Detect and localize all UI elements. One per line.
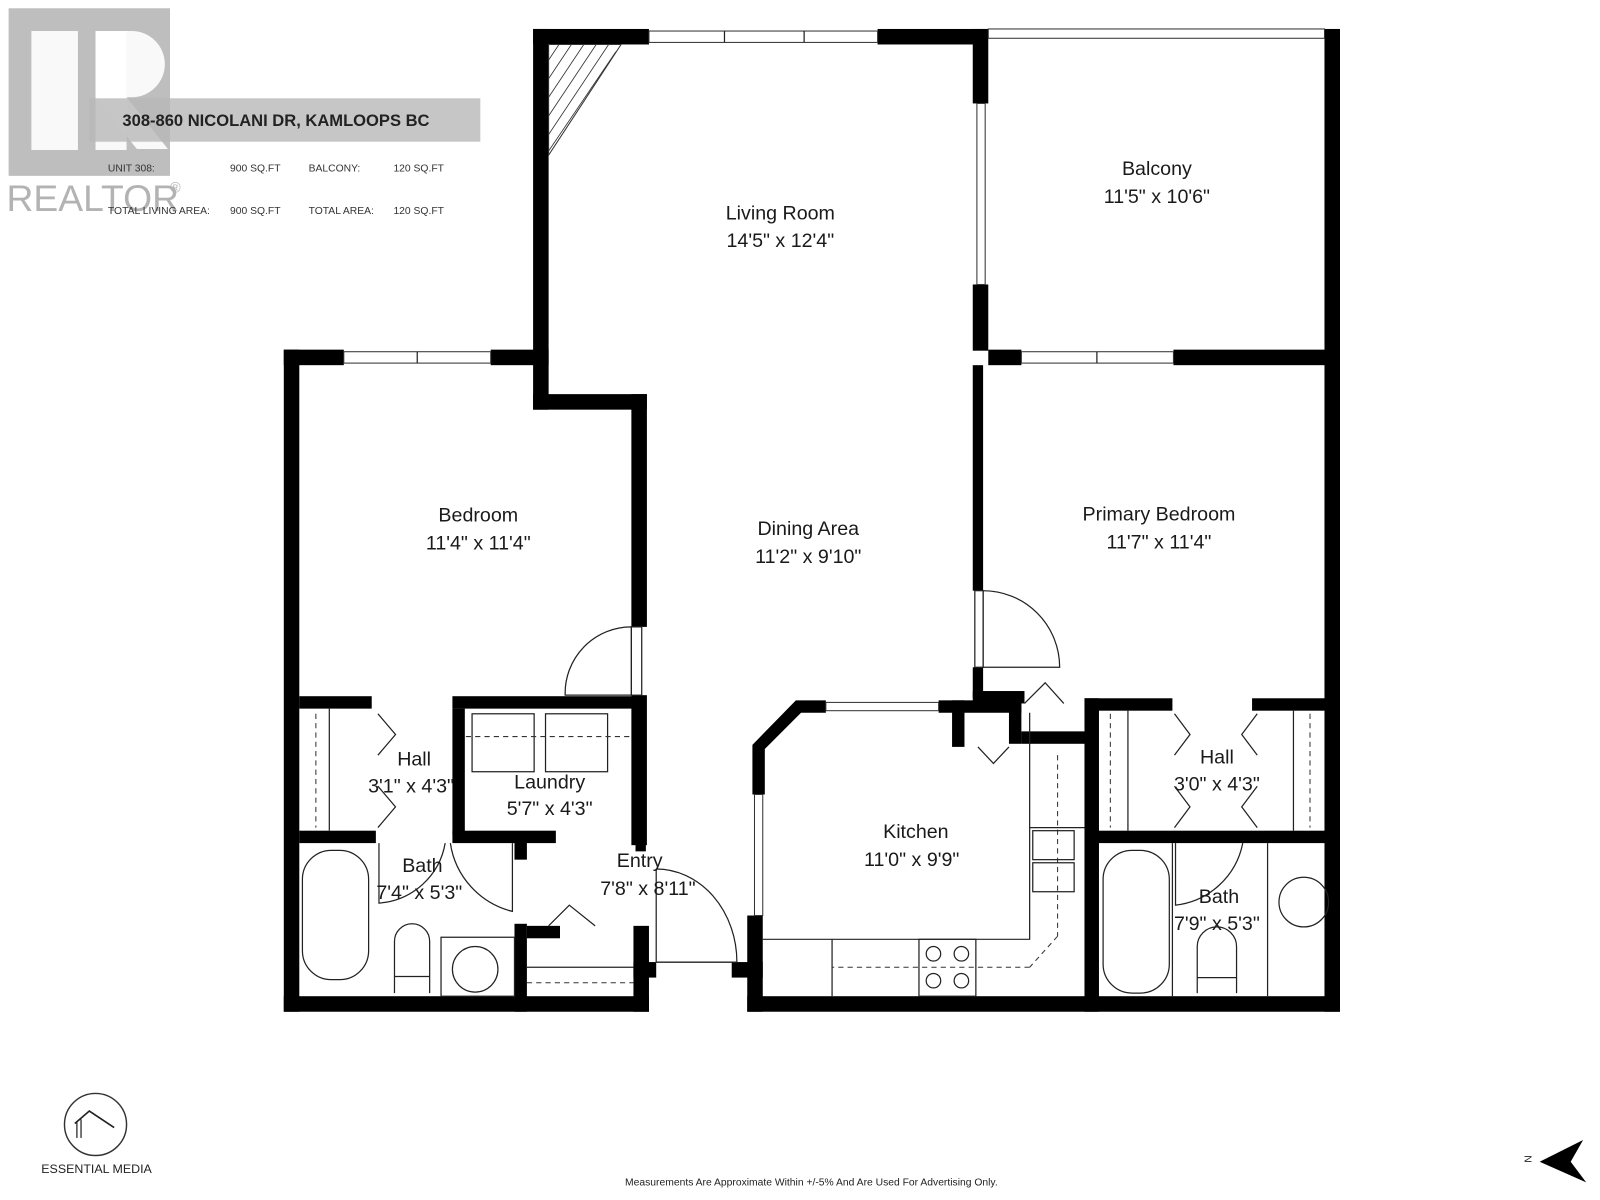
- room-name-primary-bedroom: Primary Bedroom: [1083, 503, 1236, 525]
- room-name-bath-left: Bath: [402, 855, 442, 877]
- fixtures: [301, 708, 1330, 997]
- disclaimer: Measurements Are Approximate Within +/-5…: [625, 1178, 998, 1189]
- room-name-hall-right: Hall: [1200, 746, 1234, 768]
- room-dims-hall-left: 3'1" x 4'3": [368, 775, 454, 797]
- walls: [283, 28, 1340, 1012]
- address-band: [89, 98, 481, 142]
- room-dims-dining-area: 11'2" x 9'10": [755, 546, 861, 568]
- room-dims-kitchen: 11'0" x 9'9": [864, 849, 959, 871]
- essential-media-logo: ESSENTIAL MEDIA: [41, 1092, 153, 1176]
- stat-value-balcony: 120 SQ.FT: [393, 164, 444, 175]
- room-name-kitchen: Kitchen: [883, 821, 949, 843]
- room-dims-bath-right: 7'9" x 5'3": [1174, 913, 1260, 935]
- windows: [343, 28, 1325, 917]
- room-name-bedroom: Bedroom: [438, 504, 518, 526]
- stat-value-unit: 900 SQ.FT: [230, 164, 281, 175]
- svg-text:®: ®: [170, 180, 181, 196]
- stat-label-balcony: BALCONY:: [309, 164, 361, 175]
- room-dims-laundry: 5'7" x 4'3": [507, 798, 593, 820]
- brand-name: ESSENTIAL MEDIA: [41, 1162, 152, 1176]
- room-dims-entry: 7'8" x 8'11": [600, 878, 695, 900]
- room-dims-bath-left: 7'4" x 5'3": [376, 882, 462, 904]
- stat-label-unit: UNIT 308:: [108, 164, 155, 175]
- stat-value-living: 900 SQ.FT: [230, 206, 281, 217]
- stat-label-living: TOTAL LIVING AREA:: [108, 206, 210, 217]
- room-name-living-room: Living Room: [726, 202, 835, 224]
- stat-label-total: TOTAL AREA:: [309, 206, 374, 217]
- room-dims-balcony: 11'5" x 10'6": [1104, 186, 1210, 208]
- room-name-hall-left: Hall: [397, 749, 431, 771]
- room-name-laundry: Laundry: [514, 771, 585, 793]
- watermark-text: REALTOR: [7, 177, 179, 219]
- room-dims-primary-bedroom: 11'7" x 11'4": [1107, 531, 1212, 553]
- room-dims-living-room: 14'5" x 12'4": [726, 230, 834, 252]
- room-name-entry: Entry: [617, 850, 663, 872]
- room-dims-bedroom: 11'4" x 11'4": [426, 532, 531, 554]
- room-name-dining-area: Dining Area: [758, 518, 860, 540]
- doors: [377, 590, 1258, 963]
- stat-value-total: 120 SQ.FT: [393, 206, 444, 217]
- address-title: 308-860 NICOLANI DR, KAMLOOPS BC: [122, 111, 429, 130]
- room-labels: Living Room 14'5" x 12'4" Balcony 11'5" …: [368, 158, 1260, 935]
- compass-north-arrow: N: [1523, 1140, 1587, 1183]
- fireplace-hatch: [548, 43, 622, 157]
- compass-label: N: [1523, 1155, 1534, 1162]
- room-name-balcony: Balcony: [1122, 158, 1192, 180]
- room-name-bath-right: Bath: [1199, 886, 1239, 908]
- room-dims-hall-right: 3'0" x 4'3": [1174, 773, 1260, 795]
